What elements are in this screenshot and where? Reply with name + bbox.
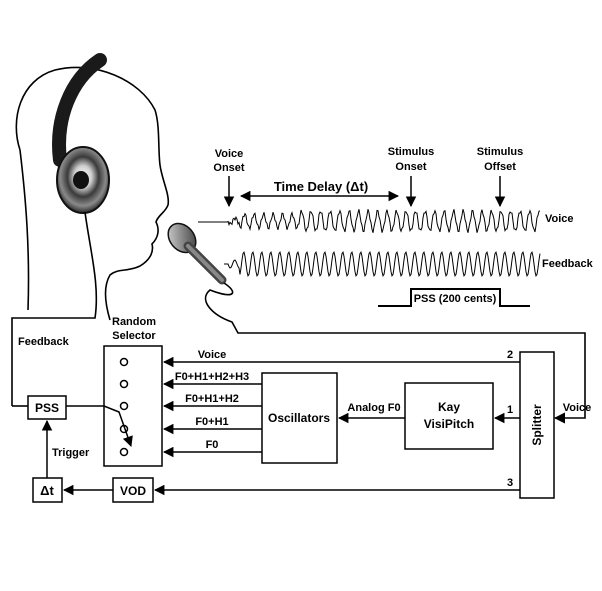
pss-pulse-label: PSS (200 cents)	[414, 293, 497, 305]
microphone-icon	[167, 222, 227, 285]
earcup-center	[73, 171, 89, 189]
vod-label: VOD	[120, 484, 146, 498]
stimulus-onset-label-1: Stimulus	[388, 146, 434, 158]
splitter-box	[519, 351, 555, 499]
time-delay-label: Time Delay (Δt)	[274, 179, 368, 194]
stimulus-onset-label-2: Onset	[395, 161, 427, 173]
kay-label-1: Kay	[438, 400, 460, 414]
voice-trace-label: Voice	[545, 213, 574, 225]
selector-input-voice: Voice	[198, 349, 227, 361]
voice-onset-label-2: Onset	[213, 162, 245, 174]
random-selector-box	[103, 345, 163, 467]
splitter-label: Splitter	[530, 404, 544, 446]
channel-number-3: 3	[507, 477, 513, 489]
stimulus-offset-label-2: Offset	[484, 161, 516, 173]
selector-output-line	[66, 405, 133, 447]
feedback-waveform	[224, 250, 541, 278]
headphone-band-icon	[52, 53, 107, 167]
selector-input-f0: F0	[206, 439, 219, 451]
selector-terminal-h2	[119, 401, 129, 411]
voice-in-label: Voice	[563, 402, 592, 414]
channel-number-2: 2	[507, 349, 513, 361]
selector-terminal-f0	[119, 447, 129, 457]
kay-label-2: VisiPitch	[424, 417, 474, 431]
oscillators-label: Oscillators	[268, 411, 330, 425]
random-selector-label-1: Random	[112, 316, 156, 328]
voice-waveform	[198, 209, 541, 233]
selector-input-h2: F0+H1+H2	[185, 393, 239, 405]
analog-f0-label: Analog F0	[347, 402, 400, 414]
trigger-label: Trigger	[52, 447, 90, 459]
random-selector-label-2: Selector	[112, 330, 156, 342]
delta-t-label: Δt	[40, 483, 54, 498]
pss-pulse	[378, 288, 530, 307]
pss-label: PSS	[35, 401, 59, 415]
selector-input-h1: F0+H1	[195, 416, 228, 428]
vod-box	[112, 477, 154, 503]
oscillators-box	[261, 372, 338, 464]
feedback-label: Feedback	[18, 336, 70, 348]
kay-visipitch-box	[404, 382, 494, 450]
headphone-cable	[11, 211, 98, 406]
selector-terminal-voice	[119, 357, 129, 367]
head-profile	[15, 66, 170, 321]
stimulus-offset-label-1: Stimulus	[477, 146, 523, 158]
microphone-cable	[204, 282, 586, 424]
neck-back	[19, 149, 30, 311]
pss-box	[27, 395, 67, 420]
feedback-trace-label: Feedback	[542, 258, 594, 270]
selector-terminal-h3	[119, 379, 129, 389]
selector-input-h3: F0+H1+H2+H3	[175, 371, 249, 383]
channel-number-1: 1	[507, 404, 513, 416]
voice-onset-label-1: Voice	[215, 148, 244, 160]
